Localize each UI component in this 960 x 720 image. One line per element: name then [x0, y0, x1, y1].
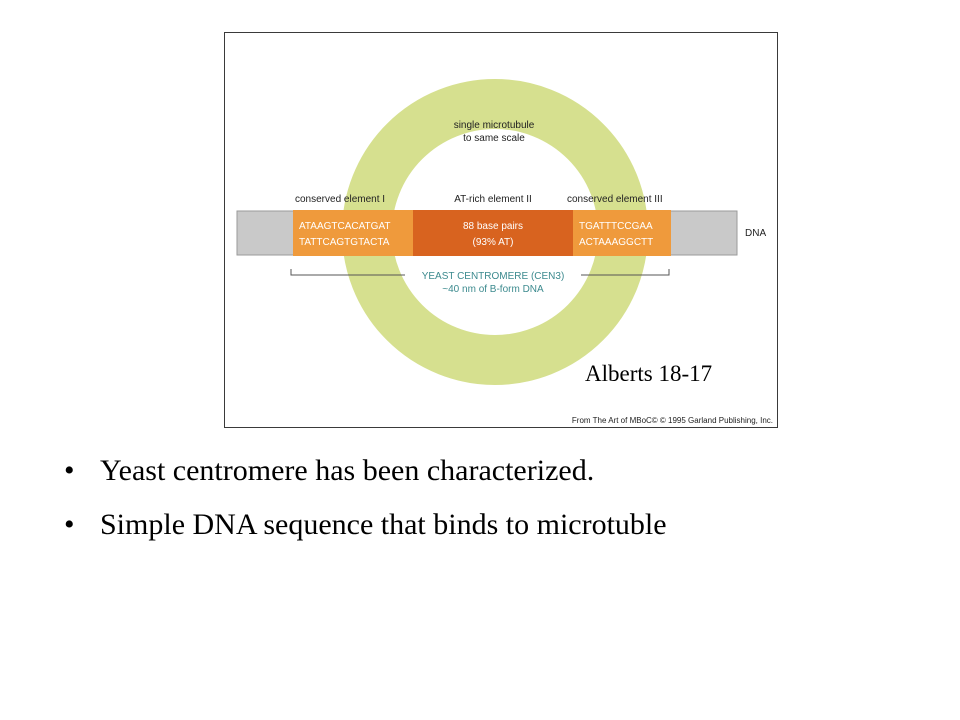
element-1-label: conserved element I	[295, 194, 385, 205]
centromere-bracket	[290, 269, 670, 276]
element-3-seq-top: TGATTTCCGAA	[579, 221, 653, 232]
ring-label-line2: to same scale	[463, 133, 525, 144]
conserved-element-3-block	[573, 210, 671, 256]
dna-label: DNA	[745, 228, 766, 239]
element-2-label: AT-rich element II	[454, 194, 532, 205]
centromere-diagram: single microtubule to same scale conserv…	[236, 79, 766, 385]
dna-flank-left	[236, 210, 295, 256]
figure-frame: single microtubule to same scale conserv…	[224, 32, 778, 428]
bullet-symbol: •	[64, 508, 75, 541]
bullet-text: Yeast centromere has been characterized.	[100, 454, 595, 487]
figure-citation: Alberts 18-17	[585, 361, 713, 386]
conserved-element-1-block	[293, 210, 413, 256]
bracket-label-line2: ~40 nm of B-form DNA	[442, 284, 544, 295]
dna-flank-right	[669, 210, 738, 256]
element-2-seq-bottom: (93% AT)	[473, 237, 514, 248]
ring-label-line1: single microtubule	[454, 120, 535, 131]
bullet-item: • Yeast centromere has been characterized…	[64, 444, 667, 498]
bullet-list: • Yeast centromere has been characterized…	[64, 444, 667, 552]
element-2-seq-top: 88 base pairs	[463, 221, 523, 232]
figure-credit: From The Art of MBoC© © 1995 Garland Pub…	[571, 416, 773, 425]
bracket-label-line1: YEAST CENTROMERE (CEN3)	[422, 271, 565, 282]
element-1-seq-top: ATAAGTCACATGAT	[299, 221, 390, 232]
at-rich-element-2-block	[413, 210, 573, 256]
element-3-label: conserved element III	[567, 194, 663, 205]
bullet-item: • Simple DNA sequence that binds to micro…	[64, 498, 667, 552]
bullet-symbol: •	[64, 454, 75, 487]
element-1-seq-bottom: TATTCAGTGTACTA	[299, 237, 390, 248]
bullet-text: Simple DNA sequence that binds to microt…	[100, 508, 667, 541]
element-3-seq-bottom: ACTAAAGGCTT	[579, 237, 653, 248]
